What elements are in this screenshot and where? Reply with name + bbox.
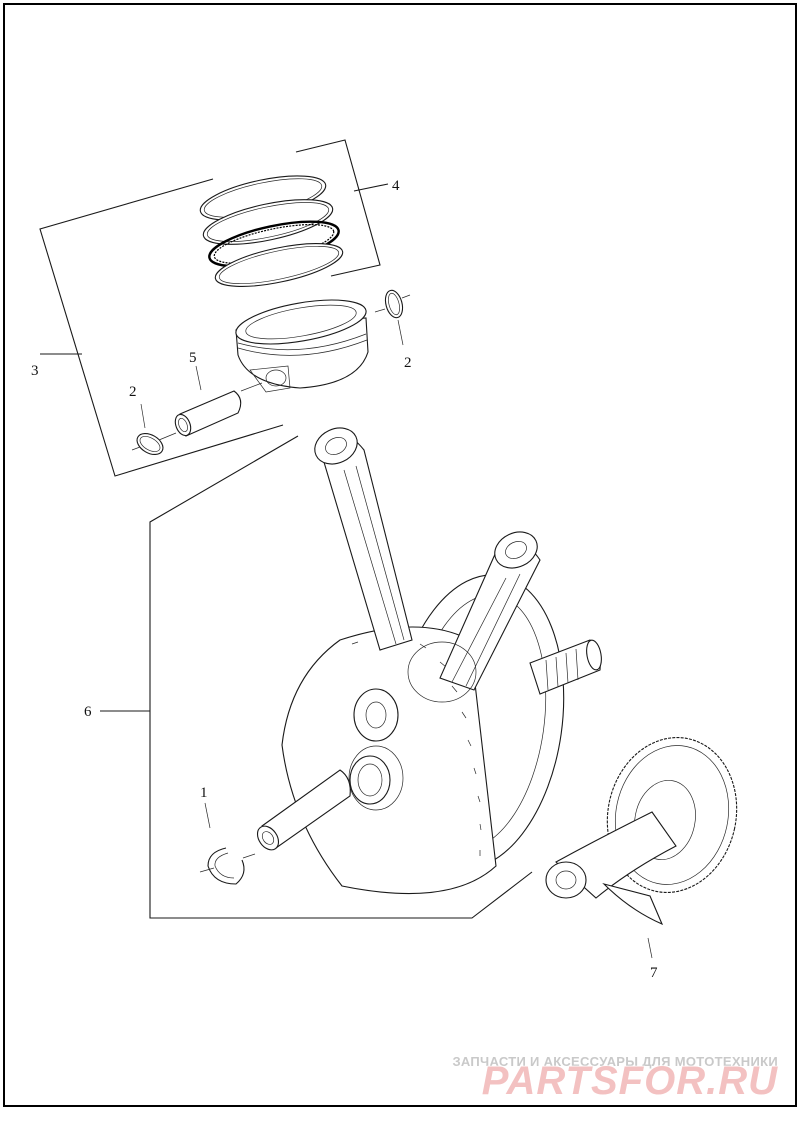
piston-pin-axis <box>240 382 263 392</box>
bracket-crankshaft-assembly <box>100 435 533 919</box>
pin-retainer-right <box>374 289 411 346</box>
flywheel <box>281 574 565 895</box>
piston-pin <box>174 365 242 437</box>
callout-1: 1 <box>200 785 208 801</box>
watermark-brand: PARTSFOR.RU <box>482 1059 778 1103</box>
piston <box>235 299 369 393</box>
callout-3: 3 <box>31 363 39 379</box>
callout-2-right: 2 <box>404 355 412 371</box>
watermark-tagline: ЗАПЧАСТИ И АКСЕССУАРЫ ДЛЯ МОТОТЕХНИКИ <box>452 1054 778 1069</box>
pin-retainer-left <box>131 403 177 456</box>
sprocket-shaft <box>256 755 391 851</box>
connecting-rod-front <box>314 427 413 651</box>
bracket-ring-set <box>295 139 389 277</box>
diagram-border <box>3 3 797 1107</box>
main-shaft <box>529 639 602 695</box>
callout-2-left: 2 <box>129 384 137 400</box>
connecting-rod-rear <box>439 531 541 691</box>
callout-5: 5 <box>189 350 197 366</box>
callout-7: 7 <box>650 965 658 981</box>
callout-6: 6 <box>84 704 92 720</box>
retaining-ring <box>199 802 256 885</box>
callout-4: 4 <box>392 178 400 194</box>
gear-shaft <box>545 737 738 959</box>
bracket-piston-assembly <box>39 178 284 477</box>
crank-pin-area <box>407 641 477 703</box>
piston-rings <box>199 175 344 287</box>
